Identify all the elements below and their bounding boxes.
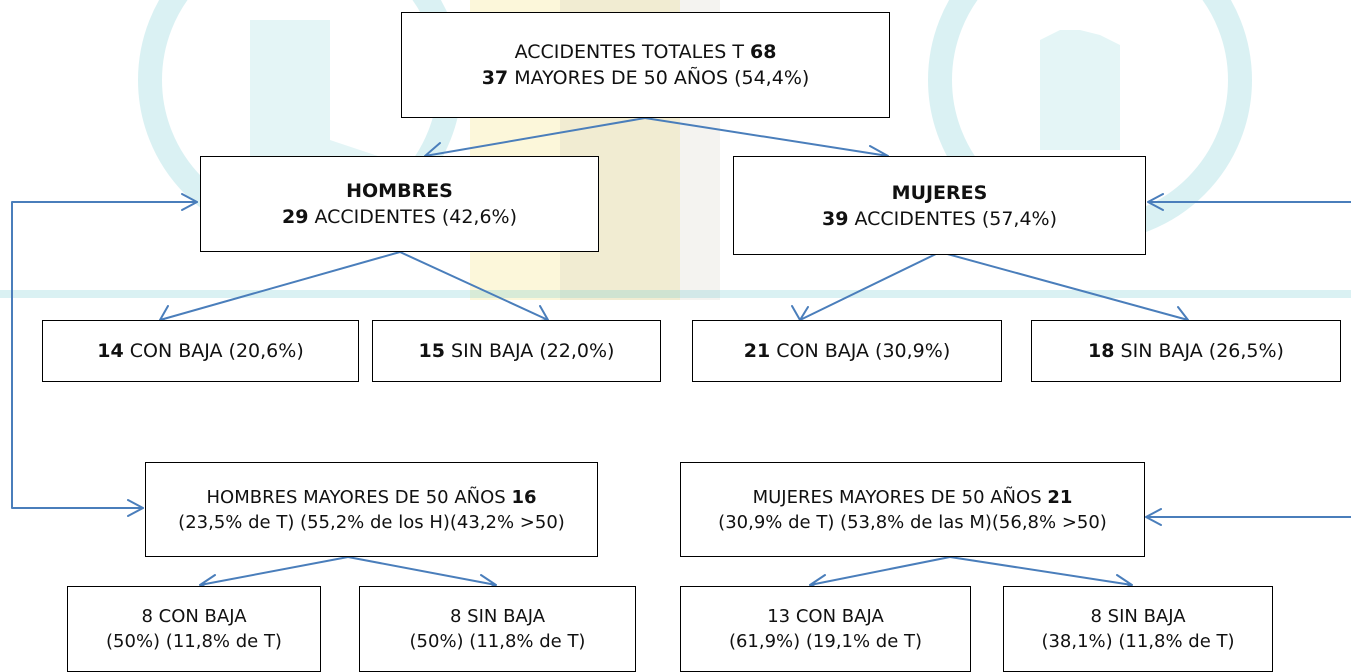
arrow-total-to-hombres — [424, 117, 646, 162]
over50-label: MAYORES DE 50 AÑOS (54,4%) — [508, 67, 810, 89]
node-mujeres-mayores-50: MUJERES MAYORES DE 50 AÑOS 21 (30,9% de … — [680, 462, 1145, 557]
node-total: ACCIDENTES TOTALES T 68 37 MAYORES DE 50… — [401, 12, 890, 118]
arrow-mujeres-to-sin — [939, 251, 1189, 325]
node-m50-sin-baja: 8 SIN BAJA (38,1%) (11,8% de T) — [1003, 586, 1273, 672]
m50-con-detail: (61,9%) (19,1% de T) — [728, 631, 923, 652]
total-count: 68 — [749, 41, 777, 63]
node-hombres-sin-baja: 15 SIN BAJA (22,0%) — [372, 320, 661, 382]
over50-count: 37 — [481, 67, 509, 89]
node-mujeres-con-baja: 21 CON BAJA (30,9%) — [692, 320, 1002, 382]
arrow-right-to-mujeres — [1147, 193, 1351, 211]
mujeres-label: ACCIDENTES (57,4%) — [848, 207, 1058, 230]
node-hombres-mayores-50: HOMBRES MAYORES DE 50 AÑOS 16 (23,5% de … — [145, 462, 598, 557]
hombres-label: ACCIDENTES (42,6%) — [308, 206, 518, 228]
m50-label: MUJERES MAYORES DE 50 AÑOS — [752, 486, 1048, 508]
node-m50-con-baja: 13 CON BAJA (61,9%) (19,1% de T) — [680, 586, 971, 672]
h50-con-title: 8 CON BAJA — [141, 606, 247, 627]
node-mujeres-sin-baja: 18 SIN BAJA (26,5%) — [1031, 320, 1341, 382]
m50-detail: (30,9% de T) (53,8% de las M)(56,8% >50) — [718, 511, 1107, 533]
h50-count: 16 — [511, 486, 537, 508]
mujeres-count: 39 — [821, 207, 849, 230]
h50-label: HOMBRES MAYORES DE 50 AÑOS — [206, 486, 512, 508]
mujeres-title: MUJERES — [891, 181, 988, 204]
glove-shape — [1040, 30, 1120, 150]
node-h50-con-baja: 8 CON BAJA (50%) (11,8% de T) — [67, 586, 321, 672]
h50-sin-title: 8 SIN BAJA — [449, 606, 546, 627]
arrow-left-head-bottom — [127, 499, 144, 517]
m-sin-count: 18 — [1088, 340, 1115, 362]
arrow-hombres-to-sin — [399, 251, 549, 323]
node-hombres: HOMBRES 29 ACCIDENTES (42,6%) — [200, 156, 599, 252]
boot-shape — [250, 20, 390, 200]
teal-ground-line — [0, 290, 1351, 298]
h-sin-label: SIN BAJA (22,0%) — [444, 340, 615, 362]
h-con-label: CON BAJA (20,6%) — [123, 340, 304, 362]
m-con-label: CON BAJA (30,9%) — [770, 340, 951, 362]
m-sin-label: SIN BAJA (26,5%) — [1114, 340, 1284, 362]
h-sin-count: 15 — [418, 340, 445, 362]
h-con-count: 14 — [97, 340, 124, 362]
m50-count: 21 — [1047, 486, 1073, 508]
arrow-left-head-top — [181, 193, 198, 211]
h50-sin-detail: (50%) (11,8% de T) — [409, 631, 586, 652]
total-label: ACCIDENTES TOTALES T — [514, 41, 750, 63]
arrow-left-bracket — [11, 201, 198, 509]
m50-sin-title: 8 SIN BAJA — [1090, 606, 1186, 627]
m50-sin-detail: (38,1%) (11,8% de T) — [1041, 631, 1235, 652]
m-con-count: 21 — [743, 340, 771, 362]
arrow-mujeres-to-con — [791, 251, 941, 321]
node-mujeres: MUJERES 39 ACCIDENTES (57,4%) — [733, 156, 1146, 255]
m50-con-title: 13 CON BAJA — [767, 606, 884, 627]
arrow-right-to-m50 — [1145, 508, 1351, 526]
node-hombres-con-baja: 14 CON BAJA (20,6%) — [42, 320, 359, 382]
h50-detail: (23,5% de T) (55,2% de los H)(43,2% >50) — [178, 511, 565, 533]
arrow-hombres-to-con — [159, 251, 401, 324]
h50-con-detail: (50%) (11,8% de T) — [106, 631, 282, 652]
node-h50-sin-baja: 8 SIN BAJA (50%) (11,8% de T) — [359, 586, 636, 672]
hombres-count: 29 — [281, 206, 309, 228]
hombres-title: HOMBRES — [346, 180, 453, 202]
